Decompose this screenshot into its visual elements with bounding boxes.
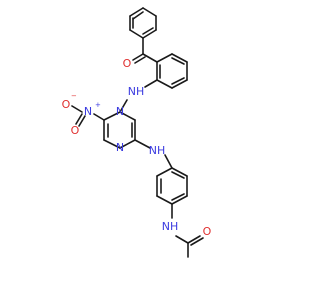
para-phenylene-ring bbox=[156, 167, 188, 205]
ketone-group bbox=[132, 37, 158, 64]
structure-svg: O NH N + O − O N N NH NH O bbox=[62, 7, 212, 258]
pyrimidine-n-lower: N bbox=[116, 141, 124, 154]
nitro-plus-charge: + bbox=[95, 101, 101, 109]
nitro-oxygen-double: O bbox=[71, 124, 80, 137]
amine-link-middle bbox=[134, 139, 173, 169]
amine-link-upper bbox=[119, 79, 158, 113]
pyrimidine-n-upper: N bbox=[116, 105, 124, 118]
acetamide-group bbox=[171, 203, 204, 258]
amine-nh-middle: NH bbox=[149, 144, 166, 157]
molecule-diagram: O NH N + O − O N N NH NH O bbox=[62, 7, 212, 258]
nitro-nitrogen: N bbox=[84, 105, 92, 118]
pyrimidine-ring bbox=[103, 111, 136, 149]
nitro-minus-charge: − bbox=[71, 92, 77, 100]
nitro-oxygen-anion: O bbox=[62, 98, 71, 111]
nitro-group bbox=[71, 105, 105, 127]
ketone-oxygen: O bbox=[123, 57, 132, 70]
phenyl-ring bbox=[129, 7, 157, 39]
amide-nh: NH bbox=[162, 220, 179, 233]
amide-oxygen: O bbox=[203, 225, 212, 238]
aminophenyl-ring bbox=[156, 53, 188, 89]
amine-nh-upper: NH bbox=[128, 85, 145, 98]
